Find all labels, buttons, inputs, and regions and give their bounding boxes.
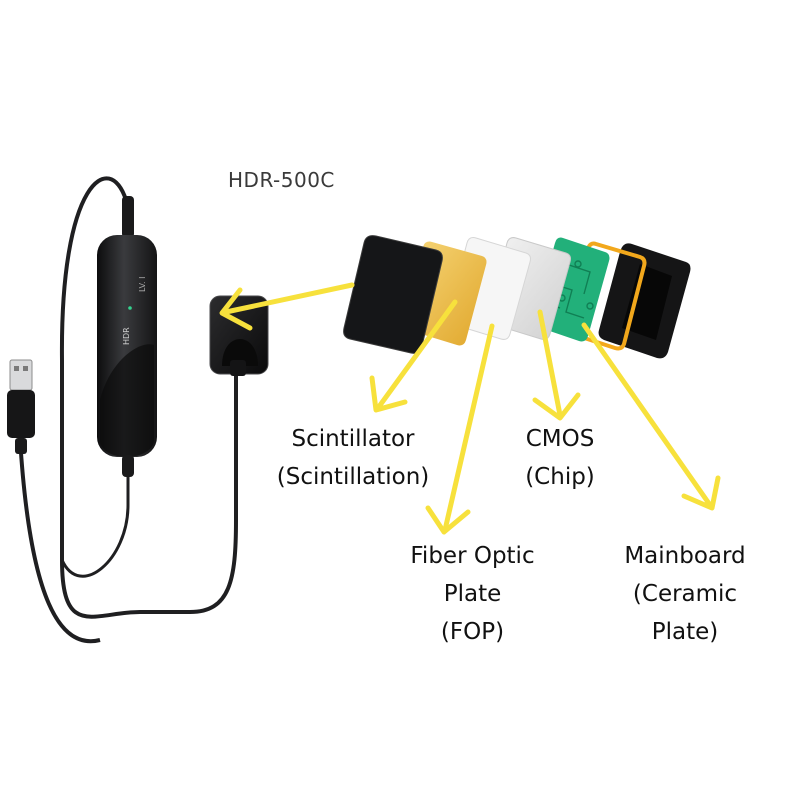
usb-plug: [7, 359, 35, 454]
arrow-cmos: [532, 309, 581, 421]
sensor-cable: [18, 176, 238, 644]
label-scintillator-line-2: (Scintillation): [276, 464, 430, 490]
layer-frame: [565, 241, 647, 351]
label-fop-line-1: Fiber Optic: [410, 543, 535, 569]
arrows: [219, 282, 721, 535]
arrow-mainboard: [581, 322, 721, 511]
label-fop: Fiber Optic Plate (FOP): [385, 537, 560, 651]
device-box-label: LV. I: [138, 277, 147, 292]
control-box: [97, 196, 157, 477]
device-brand-mark: HDR: [122, 327, 131, 345]
label-mainboard: Mainboard (Ceramic Plate): [600, 537, 770, 651]
label-mainboard-line-3: Plate): [651, 619, 719, 645]
label-scintillator: Scintillator (Scintillation): [258, 420, 448, 496]
arrow-fop: [425, 323, 495, 535]
label-fop-line-3: (FOP): [440, 619, 505, 645]
label-mainboard-line-1: Mainboard: [624, 543, 746, 569]
label-cmos-line-1: CMOS: [525, 426, 595, 452]
label-fop-line-2: Plate: [443, 581, 502, 607]
label-scintillator-line-1: Scintillator: [291, 426, 415, 452]
label-mainboard-line-2: (Ceramic: [632, 581, 738, 607]
label-cmos: CMOS (Chip): [505, 420, 615, 496]
layer-back-housing: [598, 243, 691, 359]
arrow-scintillator: [369, 299, 458, 413]
label-cmos-line-2: (Chip): [525, 464, 595, 490]
model-title: HDR-500C: [228, 168, 335, 192]
arrow-to-sensor: [219, 282, 355, 331]
layer-scintillator: [343, 235, 443, 354]
